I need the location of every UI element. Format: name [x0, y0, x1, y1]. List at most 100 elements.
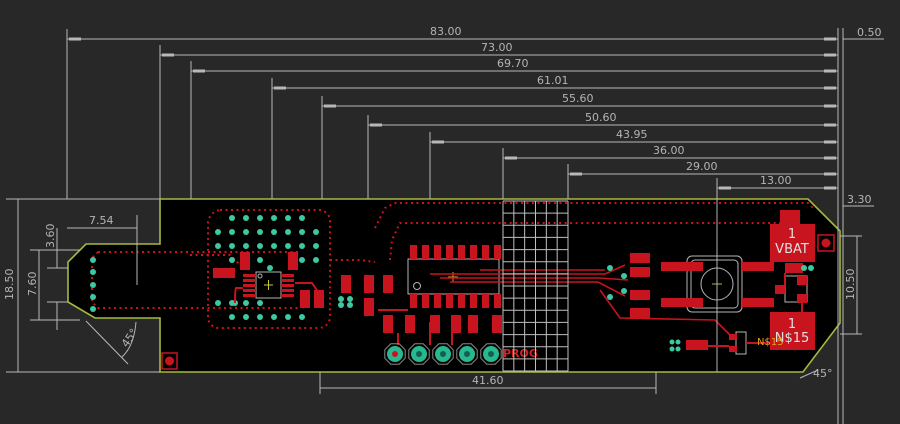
passive-component[interactable]	[405, 315, 415, 333]
dim-73[interactable]: 73.00	[159, 41, 838, 199]
capacitor[interactable]	[383, 275, 393, 293]
header-pin-outline	[480, 343, 502, 365]
ns15-pad[interactable]: 1 N$15	[770, 312, 815, 350]
dim-left-total[interactable]: 18.50	[3, 198, 160, 373]
dim-right-offset[interactable]: 0.50	[837, 26, 884, 424]
via	[285, 229, 291, 235]
pin1-marker	[257, 273, 263, 279]
trace	[234, 287, 243, 304]
via	[808, 265, 814, 271]
soic-pin	[422, 245, 429, 259]
dim-left-chamfer[interactable]: 3.60	[44, 224, 68, 331]
diode-pad	[785, 263, 803, 273]
via	[229, 257, 235, 263]
dim-69-70[interactable]: 69.70	[190, 57, 838, 199]
capacitor[interactable]	[364, 275, 374, 293]
dim-left-angle[interactable]: 45°	[85, 320, 141, 365]
dim-arrow-left	[193, 69, 205, 73]
passives-right[interactable]	[607, 253, 650, 318]
dim-83[interactable]: 83.00	[66, 25, 838, 199]
pour-top-outer	[374, 202, 816, 229]
mcu-ic[interactable]	[234, 271, 319, 304]
dim-arrow-left	[370, 123, 382, 127]
passive-component[interactable]	[468, 315, 478, 333]
dim-left-tab-label: 7.60	[26, 272, 39, 297]
mounting-hole-right[interactable]	[821, 238, 831, 248]
signal-bus	[430, 264, 731, 336]
dim-left-tab-width-label: 7.54	[89, 214, 114, 227]
soic-pin	[422, 294, 429, 308]
tactile-switch[interactable]	[661, 180, 774, 372]
resistor[interactable]	[630, 308, 650, 318]
dim-left-tab[interactable]: 7.60	[26, 249, 80, 321]
capacitor[interactable]	[364, 298, 374, 316]
mcu-pin	[243, 294, 256, 297]
dim-61-01[interactable]: 61.01	[271, 74, 838, 199]
prog-header[interactable]	[384, 343, 502, 365]
dim-55-60-label: 55.60	[562, 92, 594, 105]
dim-43-95-label: 43.95	[616, 128, 648, 141]
dim-36[interactable]: 36.00	[502, 144, 838, 199]
via	[267, 265, 273, 271]
dim-arc	[121, 321, 137, 358]
mcu-pin	[243, 289, 256, 292]
dim-right-angle[interactable]: 45°	[799, 367, 833, 380]
dim-right-chamfer[interactable]: 3.30	[843, 193, 874, 207]
capacitor[interactable]	[341, 275, 351, 293]
via	[621, 288, 627, 294]
dim-bottom-width[interactable]: 41.60	[319, 372, 657, 394]
vbat-pad-body[interactable]	[770, 224, 815, 262]
soic-pin	[470, 245, 477, 259]
passive-component[interactable]	[383, 315, 393, 333]
resistor[interactable]	[630, 290, 650, 300]
dim-left-tab-width[interactable]: 7.54	[67, 214, 138, 285]
dim-right-height[interactable]: 10.50	[840, 235, 862, 335]
passive-component[interactable]	[451, 315, 461, 333]
via	[257, 243, 263, 249]
ns15-pad-body[interactable]	[770, 312, 815, 350]
sod-diode[interactable]: N$15	[669, 331, 784, 355]
capacitor[interactable]	[288, 252, 298, 270]
capacitor[interactable]	[240, 252, 250, 270]
passives-bottom[interactable]	[378, 309, 502, 345]
sot-pad	[797, 294, 807, 303]
dim-arrow-left	[570, 172, 582, 176]
keepout-grid	[502, 200, 569, 372]
trace	[450, 281, 626, 297]
dim-69-70-label: 69.70	[497, 57, 529, 70]
via	[347, 296, 353, 302]
dim-29[interactable]: 29.00	[567, 160, 838, 199]
via	[243, 314, 249, 320]
resistor[interactable]	[630, 267, 650, 277]
dim-arrow-left	[324, 104, 336, 108]
via	[90, 294, 96, 300]
passives-mcu[interactable]	[213, 252, 393, 316]
header-pin-drill	[416, 351, 422, 357]
capacitor[interactable]	[300, 290, 310, 308]
resistor[interactable]	[213, 268, 235, 278]
mounting-hole-left[interactable]	[165, 356, 174, 366]
soic-pin	[470, 294, 477, 308]
via	[285, 215, 291, 221]
soic-ic[interactable]	[407, 245, 501, 308]
dim-50-60[interactable]: 50.60	[367, 111, 838, 199]
resistor[interactable]	[686, 340, 708, 350]
diode[interactable]	[775, 263, 814, 314]
via	[229, 229, 235, 235]
passive-component[interactable]	[492, 315, 502, 333]
capacitor[interactable]	[314, 290, 324, 308]
dim-43-95[interactable]: 43.95	[429, 128, 838, 199]
passive-component[interactable]	[430, 315, 440, 333]
dim-left-chamfer-label: 3.60	[44, 224, 57, 249]
dim-arrow-right	[824, 53, 836, 57]
trace	[440, 277, 629, 281]
soic-pin	[494, 245, 501, 259]
via	[285, 314, 291, 320]
soic-pin	[458, 245, 465, 259]
vbat-pad[interactable]: 1 VBAT	[770, 210, 815, 262]
resistor[interactable]	[630, 253, 650, 263]
dim-55-60[interactable]: 55.60	[321, 92, 838, 199]
header-pin-outline	[432, 343, 454, 365]
dim-13[interactable]: 13.00	[716, 174, 838, 199]
